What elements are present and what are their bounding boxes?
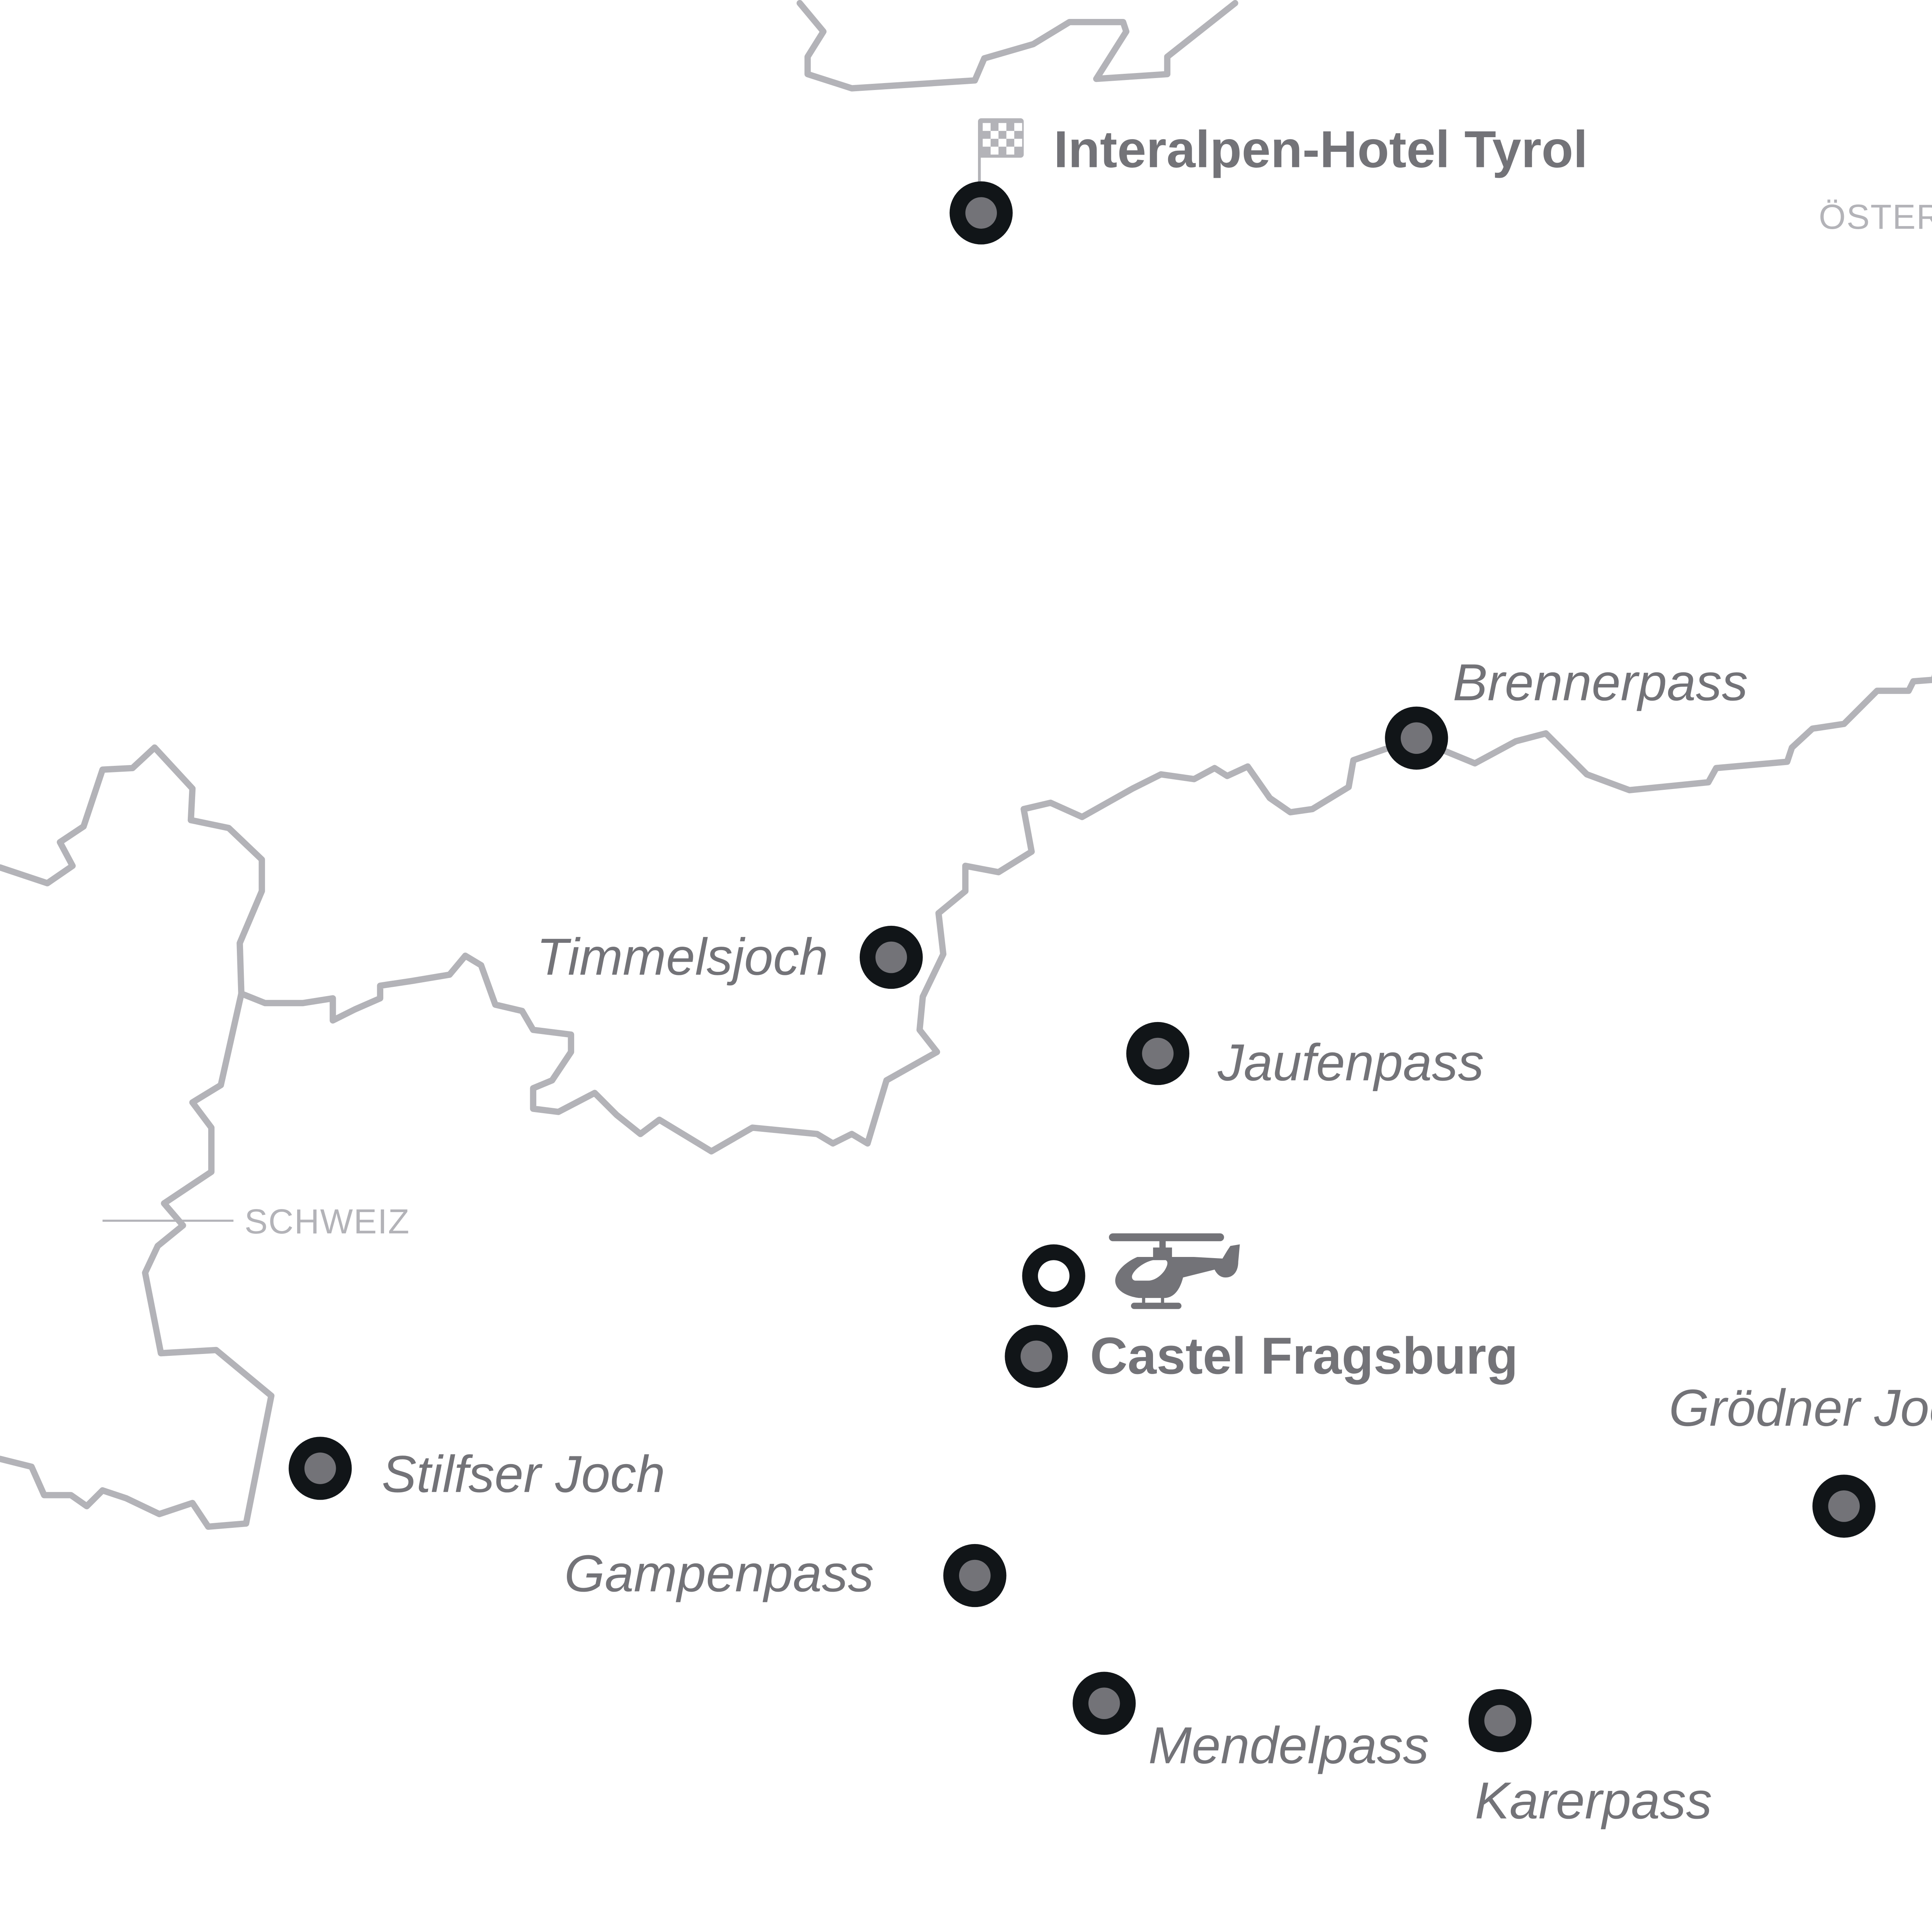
helicopter-transfer[interactable] xyxy=(1022,1233,1240,1309)
pass-label[interactable]: Karerpass xyxy=(1475,1771,1712,1830)
country-borders xyxy=(0,0,1932,1530)
pass-label[interactable]: Mendelpass xyxy=(1148,1716,1429,1774)
pass-label[interactable]: Jaufenpass xyxy=(1218,1033,1484,1092)
hotel-label-castel-fragsburg[interactable]: Castel Fragsburg xyxy=(1090,1327,1518,1385)
country-label-oesterreich: ÖSTERREICH xyxy=(1819,198,1932,236)
pass-jaufenpass[interactable]: Jaufenpass xyxy=(1126,1022,1484,1092)
border-austria-italy xyxy=(238,674,1932,1155)
hotel-castel-fragsburg[interactable]: Castel Fragsburg xyxy=(1005,1325,1518,1388)
checkered-flag-icon xyxy=(978,118,1024,192)
pass-label[interactable]: Stilfser Joch xyxy=(382,1445,665,1503)
pass-timmelsjoch[interactable]: Timmelsjoch xyxy=(536,925,923,989)
pass-groedner-joch[interactable]: Grödner Joch xyxy=(1669,1379,1932,1538)
pass-gampenpass[interactable]: Gampenpass xyxy=(564,1544,1007,1607)
pass-karerpass[interactable]: Karerpass xyxy=(1468,1689,1712,1830)
hotel-label-interalpen[interactable]: Interalpen-Hotel Tyrol xyxy=(1054,120,1588,179)
hotel-interalpen[interactable]: Interalpen-Hotel Tyrol xyxy=(949,118,1588,245)
mountain-passes: Brennerpass Timmelsjoch Jaufenpass Stilf… xyxy=(289,653,1932,1830)
pass-mendelpass[interactable]: Mendelpass xyxy=(1072,1672,1429,1775)
pass-brennerpass[interactable]: Brennerpass xyxy=(1385,653,1748,770)
pass-label[interactable]: Grödner Joch xyxy=(1669,1379,1932,1437)
border-top xyxy=(796,0,1238,92)
border-switzerland-north xyxy=(0,744,265,997)
pass-label[interactable]: Gampenpass xyxy=(564,1544,874,1602)
border-switzerland-south xyxy=(0,990,275,1530)
pass-label[interactable]: Timmelsjoch xyxy=(536,927,828,986)
pass-label[interactable]: Brennerpass xyxy=(1453,653,1748,711)
country-label-schweiz: SCHWEIZ xyxy=(245,1202,410,1241)
helicopter-icon xyxy=(1109,1233,1240,1309)
pass-stilfser-joch[interactable]: Stilfser Joch xyxy=(289,1437,665,1503)
country-labels: ÖSTERREICH SCHWEIZ ITALIEN xyxy=(245,198,1932,1241)
